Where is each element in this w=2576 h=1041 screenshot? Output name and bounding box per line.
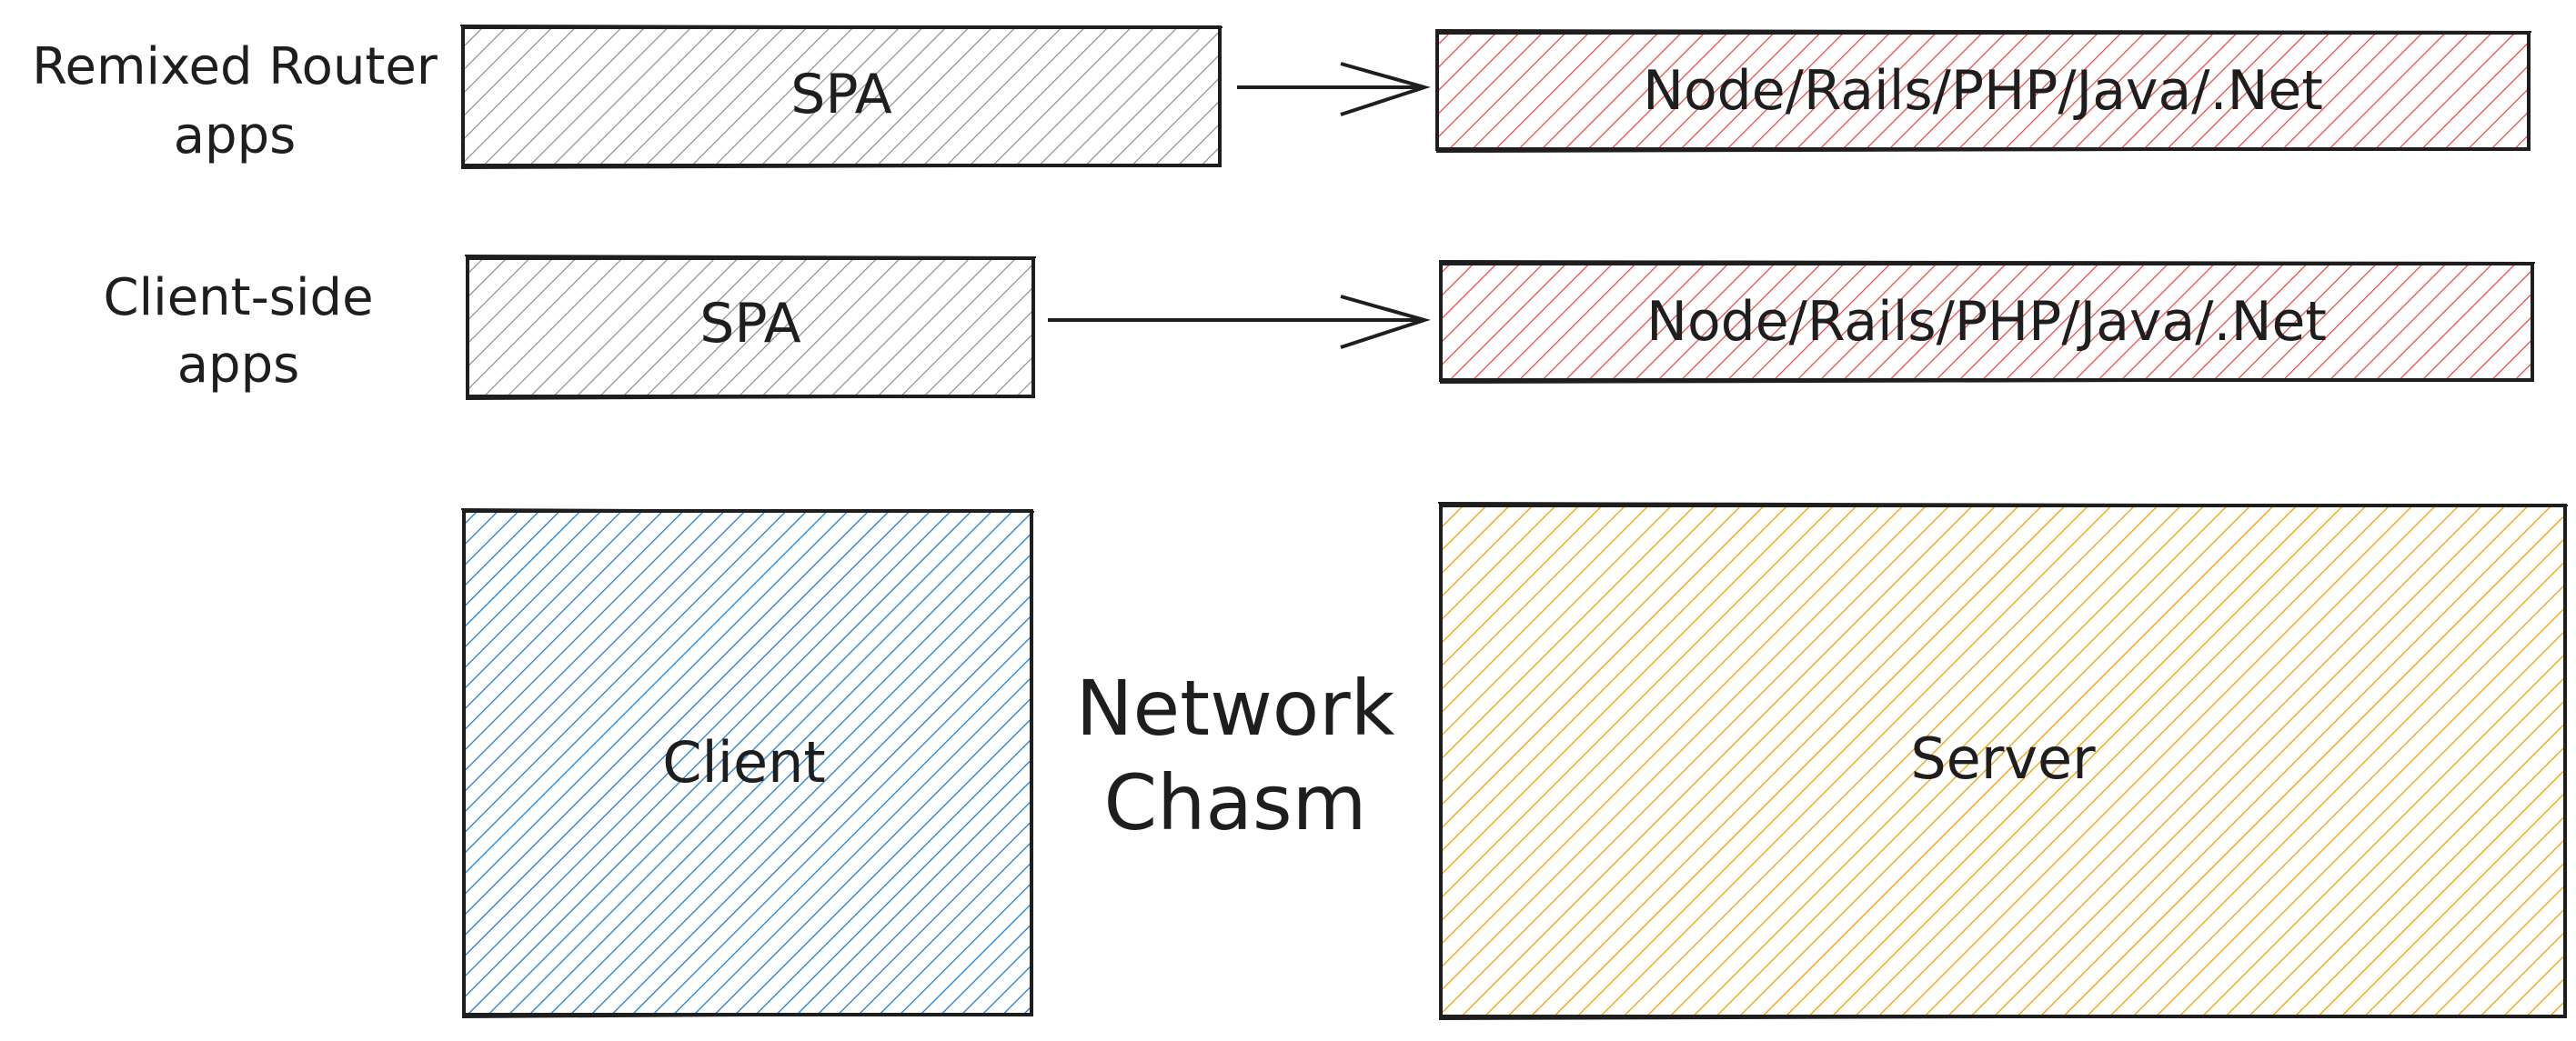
request-arrow [1048, 295, 1431, 349]
client-server-overview: Client Network Chasm Server [460, 502, 2569, 1020]
row-remixed-router: Remixed Router apps SPA Node/Rails/PHP/J… [32, 25, 2532, 169]
backend-box: Node/Rails/PHP/Java/.Net [1434, 29, 2532, 153]
client-box: Client [460, 508, 1035, 1018]
spa-box: SPA [464, 255, 1037, 400]
row-label-line: apps [177, 335, 300, 395]
backend-label: Node/Rails/PHP/Java/.Net [1646, 290, 2327, 354]
row-label-line: Client-side [103, 268, 373, 327]
backend-label: Node/Rails/PHP/Java/.Net [1643, 59, 2323, 123]
network-chasm-line: Network [1076, 664, 1395, 753]
server-box: Server [1437, 502, 2569, 1020]
row-client-side: Client-side apps SPA Node/Rails/PHP/Java… [103, 255, 2536, 400]
spa-label: SPA [790, 63, 891, 126]
row-label-line: apps [174, 106, 297, 165]
request-arrow [1237, 62, 1431, 116]
server-label: Server [1910, 726, 2096, 792]
backend-box: Node/Rails/PHP/Java/.Net [1438, 260, 2536, 384]
spa-label: SPA [699, 292, 800, 355]
spa-box: SPA [459, 25, 1223, 169]
network-chasm-line: Chasm [1104, 758, 1367, 847]
row-label-line: Remixed Router [32, 37, 438, 96]
client-label: Client [662, 729, 826, 796]
